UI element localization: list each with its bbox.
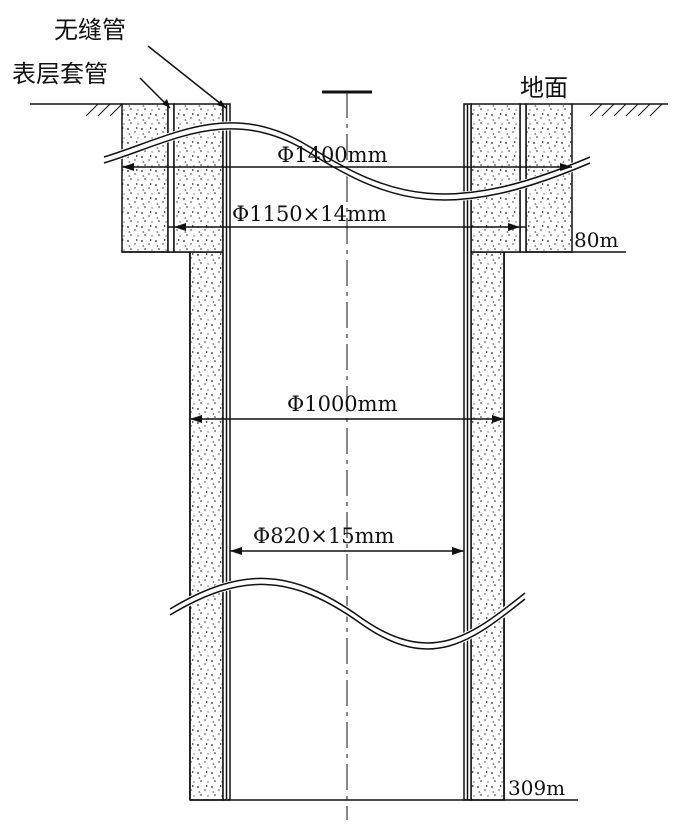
bore-diameter-label: Φ1400mm [277, 143, 388, 167]
leader-lines [139, 45, 227, 109]
surface-casing-label: 表层套管 [12, 60, 108, 88]
casing-depth-label: 80m [574, 228, 618, 252]
ground-label: 地面 [520, 74, 568, 102]
lower-bore-diameter-label: Φ1000mm [287, 392, 398, 416]
upper-break-line [102, 121, 592, 202]
seamless-pipe-label: 无缝管 [54, 16, 126, 44]
total-depth-label: 309m [508, 776, 565, 800]
dimension-lines [122, 163, 578, 801]
centerline [322, 90, 372, 820]
surface-casing-size-label: Φ1150×14mm [232, 202, 387, 226]
seamless-pipe-size-label: Φ820×15mm [253, 524, 395, 548]
lower-break-line [167, 576, 528, 651]
ground-surface [30, 103, 668, 117]
